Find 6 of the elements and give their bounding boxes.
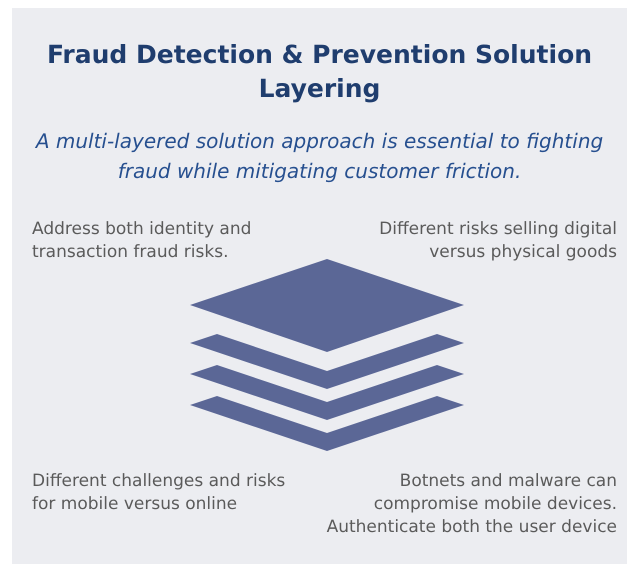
note-text: Address both identity and transaction fraud risks. xyxy=(32,218,252,264)
subtitle: A multi-layered solution approach is essential to fighting fraud while mitigating customer friction. xyxy=(34,128,604,185)
note-text: Different challenges and risks for mobile versus online xyxy=(32,470,286,516)
title: Fraud Detection & Prevention Solution Layering xyxy=(46,39,594,105)
note-text: Different risks selling digital versus physical goods xyxy=(378,218,617,264)
note-text: Botnets and malware can compromise mobile devices. Authenticate both the user device xyxy=(326,470,617,539)
